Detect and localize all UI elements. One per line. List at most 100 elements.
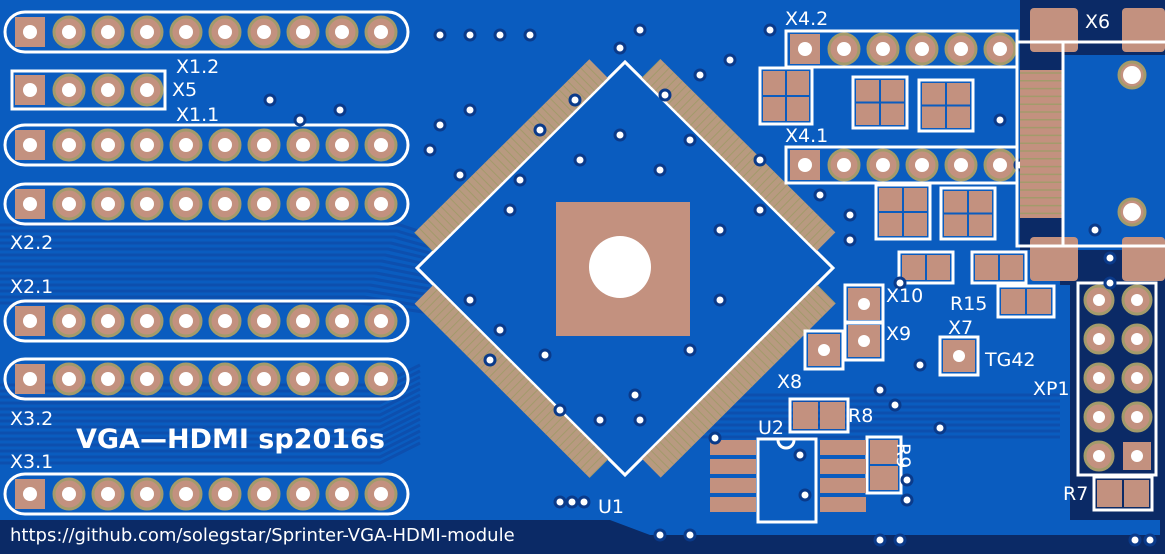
pin-hole bbox=[218, 372, 232, 386]
resistor-r15 bbox=[996, 284, 1056, 319]
u1-pin bbox=[492, 154, 512, 174]
pin-hole bbox=[62, 83, 76, 97]
u1-pin bbox=[471, 175, 491, 195]
via bbox=[613, 128, 627, 142]
trace bbox=[0, 405, 421, 429]
via bbox=[513, 173, 527, 187]
label-x6: X6 bbox=[1085, 11, 1110, 33]
u1-pin bbox=[799, 302, 819, 322]
pin-hole bbox=[257, 197, 271, 211]
pin-hole bbox=[876, 42, 890, 56]
u1-pin bbox=[519, 389, 539, 409]
u1-pin bbox=[584, 454, 604, 474]
header-x5 bbox=[10, 69, 167, 111]
smd-pad bbox=[1027, 289, 1051, 314]
via bbox=[873, 533, 887, 547]
pin-hole bbox=[257, 138, 271, 152]
test-point-tg42-outline bbox=[938, 335, 980, 377]
u1-pin bbox=[436, 210, 456, 230]
capacitor-pair bbox=[939, 186, 997, 241]
via bbox=[793, 448, 807, 462]
u1-pin bbox=[506, 141, 526, 161]
pin-hole bbox=[179, 138, 193, 152]
u1-pin-pads bbox=[414, 58, 836, 478]
u1-pin bbox=[414, 231, 434, 252]
u1-pin bbox=[799, 214, 819, 234]
via bbox=[653, 163, 667, 177]
u1-pin bbox=[711, 128, 731, 148]
repo-url: https://github.com/solegstar/Sprinter-VG… bbox=[10, 525, 515, 546]
via bbox=[565, 495, 579, 509]
via bbox=[993, 113, 1007, 127]
capacitor-pair-outline bbox=[874, 183, 932, 241]
via bbox=[1143, 533, 1157, 547]
via bbox=[577, 495, 591, 509]
label-x4-2: X4.2 bbox=[785, 8, 828, 30]
u1-pin bbox=[685, 415, 705, 435]
pin-hole bbox=[1131, 450, 1143, 462]
via bbox=[433, 118, 447, 132]
u1-pin bbox=[523, 393, 543, 413]
u1-pin bbox=[668, 84, 688, 105]
u2-outline bbox=[756, 437, 818, 524]
pin-hole bbox=[993, 158, 1007, 172]
u1-pin bbox=[484, 162, 504, 182]
via bbox=[1088, 223, 1102, 237]
mounting-hole bbox=[589, 236, 651, 298]
smd-pad bbox=[820, 402, 845, 429]
header-x5-outline bbox=[10, 69, 167, 111]
x6-shield-pad bbox=[1030, 237, 1078, 281]
via bbox=[693, 68, 707, 82]
trace bbox=[0, 393, 421, 417]
via bbox=[1103, 251, 1117, 265]
u1-pin bbox=[457, 188, 477, 208]
smd-pad bbox=[881, 103, 904, 125]
via bbox=[900, 473, 914, 487]
header-x2-2-outline bbox=[3, 182, 410, 226]
u1-pin bbox=[571, 441, 591, 461]
label-xp1: XP1 bbox=[1033, 378, 1070, 400]
label-u2: U2 bbox=[758, 417, 784, 439]
u1-pin bbox=[812, 227, 832, 247]
u1-chip bbox=[414, 58, 836, 478]
u1-pin bbox=[501, 371, 521, 391]
label-x1-1: X1.1 bbox=[176, 104, 219, 126]
trace bbox=[0, 301, 431, 315]
via bbox=[633, 23, 647, 37]
smd-pad bbox=[944, 191, 967, 213]
smd-pad bbox=[944, 214, 967, 236]
pin-hole bbox=[140, 487, 154, 501]
u1-pin bbox=[536, 406, 556, 426]
label-x5: X5 bbox=[172, 79, 197, 101]
u1-pin bbox=[444, 201, 464, 221]
header-x2-2 bbox=[3, 182, 410, 226]
smd-pad bbox=[969, 191, 992, 213]
u2-chip bbox=[710, 437, 866, 524]
u1-pin bbox=[807, 223, 827, 243]
x6-shield-pad bbox=[1030, 8, 1078, 52]
header-x2-1-outline bbox=[3, 299, 410, 343]
u1-pin bbox=[812, 289, 832, 309]
smd-pad bbox=[902, 255, 925, 280]
u2-pin bbox=[710, 497, 756, 512]
pin-hole bbox=[374, 372, 388, 386]
label-u1: U1 bbox=[598, 496, 624, 518]
pin-hole bbox=[1093, 294, 1105, 306]
u1-pin bbox=[497, 367, 517, 387]
label-x3-1: X3.1 bbox=[10, 451, 53, 473]
u1-pin bbox=[440, 206, 460, 226]
via bbox=[813, 188, 827, 202]
via bbox=[843, 208, 857, 222]
pin-hole bbox=[1131, 372, 1143, 384]
u1-pin bbox=[681, 97, 701, 118]
via bbox=[713, 293, 727, 307]
test-point-x8 bbox=[803, 329, 845, 371]
via bbox=[683, 528, 697, 542]
header-x1-2 bbox=[3, 10, 410, 54]
u1-pin bbox=[668, 432, 688, 452]
pin-hole bbox=[23, 83, 37, 97]
pin-hole bbox=[296, 197, 310, 211]
u1-pin bbox=[759, 175, 779, 195]
x6-signal-pads bbox=[1020, 70, 1062, 218]
u2-pin bbox=[710, 440, 756, 455]
